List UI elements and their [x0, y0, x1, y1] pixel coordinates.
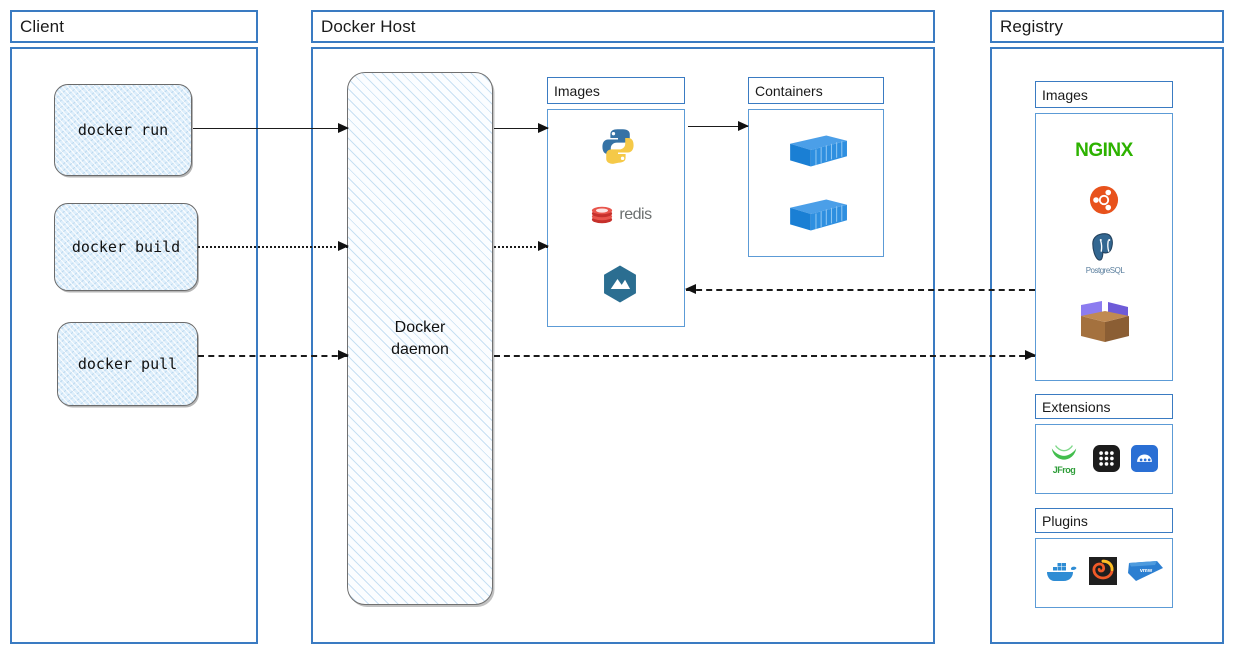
- grafana-logo-icon: [1088, 556, 1118, 586]
- shipping-container-icon: [786, 129, 848, 171]
- docker-whale-icon: [1044, 556, 1080, 588]
- connector-line: [198, 355, 348, 357]
- registry-panel-header: Registry: [990, 10, 1224, 43]
- command-node-label: docker pull: [77, 355, 178, 373]
- arrowhead-right-icon: [338, 123, 349, 133]
- docker-host-panel-label: Docker Host: [321, 16, 416, 36]
- connector-line: [686, 289, 1035, 291]
- python-logo-icon: [598, 124, 638, 168]
- command-node-docker-pull[interactable]: docker pull: [57, 322, 198, 406]
- hexagon-logo-icon: [598, 262, 642, 306]
- registry-plugins-label: Plugins: [1042, 512, 1088, 529]
- dot-grid-app-icon: [1092, 444, 1120, 472]
- blue-disk-app-icon: [1130, 444, 1158, 472]
- nginx-logo-label: NGINX: [1075, 140, 1133, 161]
- arrowhead-right-icon: [338, 350, 349, 360]
- ubuntu-logo-icon: [1088, 184, 1120, 216]
- command-node-docker-run[interactable]: docker run: [54, 84, 192, 176]
- connector-line: [494, 128, 548, 129]
- host-containers-body: [748, 109, 884, 257]
- host-containers-header: Containers: [748, 77, 884, 104]
- registry-panel-label: Registry: [1000, 16, 1064, 36]
- registry-plugins-header: Plugins: [1035, 508, 1173, 533]
- open-box-icon: [1072, 295, 1138, 347]
- redis-logo-icon: redis: [586, 200, 656, 230]
- docker-daemon-node[interactable]: Docker daemon: [347, 72, 493, 605]
- connector-line: [198, 246, 348, 248]
- connector-line: [494, 355, 1035, 357]
- docker-host-panel-header: Docker Host: [311, 10, 935, 43]
- arrowhead-right-icon: [738, 121, 749, 131]
- jfrog-logo-label: JFrog: [1052, 465, 1076, 475]
- nginx-logo-icon: NGINX: [1060, 138, 1148, 164]
- host-images-body: [547, 109, 685, 327]
- registry-images-label: Images: [1042, 86, 1088, 103]
- arrowhead-right-icon: [1025, 350, 1036, 360]
- client-panel-label: Client: [20, 16, 65, 36]
- connector-line: [494, 246, 548, 248]
- vmware-logo-icon: vmw: [1126, 556, 1166, 586]
- host-containers-label: Containers: [755, 82, 823, 99]
- command-node-docker-build[interactable]: docker build: [54, 203, 198, 291]
- arrowhead-left-icon: [685, 284, 696, 294]
- registry-extensions-header: Extensions: [1035, 394, 1173, 419]
- host-images-label: Images: [554, 82, 600, 99]
- arrowhead-right-icon: [538, 123, 549, 133]
- redis-logo-label: redis: [619, 206, 652, 223]
- registry-extensions-label: Extensions: [1042, 398, 1111, 415]
- command-node-label: docker run: [77, 121, 169, 139]
- svg-text:vmw: vmw: [1140, 568, 1153, 574]
- shipping-container-icon: [786, 193, 848, 235]
- jfrog-logo-icon: JFrog: [1045, 440, 1083, 478]
- registry-images-header: Images: [1035, 81, 1173, 108]
- connector-line: [688, 126, 748, 127]
- postgresql-logo-label: PostgreSQL: [1085, 266, 1125, 275]
- arrowhead-right-icon: [538, 241, 549, 251]
- arrowhead-right-icon: [338, 241, 349, 251]
- client-panel-header: Client: [10, 10, 258, 43]
- connector-line: [193, 128, 348, 129]
- docker-daemon-label: Docker daemon: [391, 318, 449, 358]
- postgresql-logo-icon: PostgreSQL: [1076, 228, 1134, 278]
- host-images-header: Images: [547, 77, 685, 104]
- command-node-label: docker build: [71, 238, 181, 256]
